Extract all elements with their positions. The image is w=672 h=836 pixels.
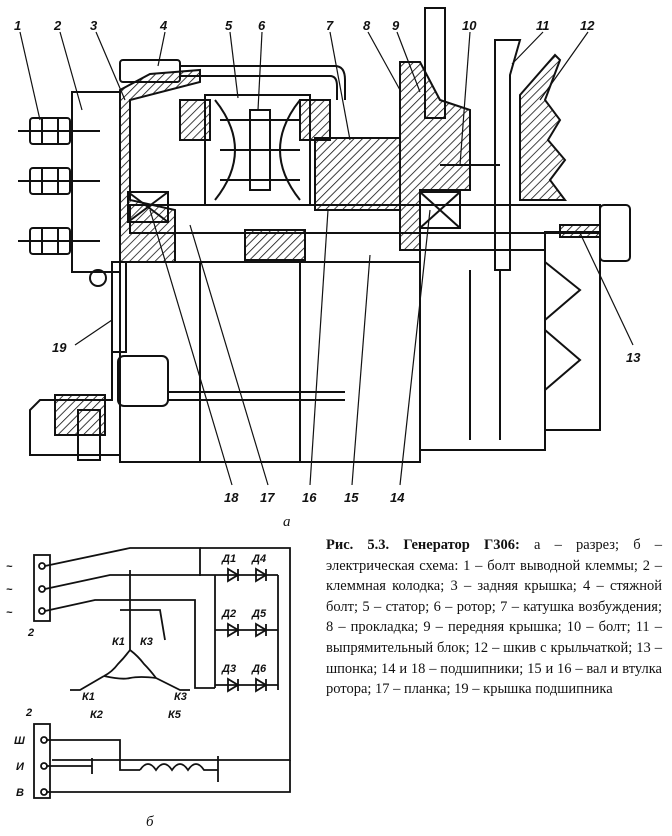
part-label-17: 17	[260, 490, 275, 505]
bearing-cover	[111, 261, 127, 353]
generator-section-drawing	[18, 7, 631, 463]
phase-mark-3: ~	[6, 607, 13, 619]
terminal-bolts	[18, 117, 100, 255]
winding-label-k3-right: К3	[174, 691, 187, 703]
block-label-top: 2	[27, 627, 34, 639]
front-cover-flange	[424, 7, 446, 119]
part-label-12: 12	[580, 18, 595, 33]
block-label-bottom: 2	[25, 707, 32, 719]
diode-label-d6: Д6	[251, 663, 267, 675]
winding-label-k2: К2	[90, 709, 103, 721]
part-label-9: 9	[392, 18, 400, 33]
part-label-2: 2	[53, 18, 62, 33]
terminal-block-screw	[89, 269, 107, 287]
terminal-i: И	[16, 761, 25, 773]
mount-bolt	[54, 355, 345, 461]
diode-pairs	[214, 567, 279, 693]
diode-label-d5: Д5	[251, 608, 267, 620]
phase-mark-1: ~	[6, 561, 13, 573]
diode-label-d1: Д1	[221, 553, 236, 565]
schematic-labels: ~ ~ ~ 2 2 Ш И В Д1 Д4 Д2 Д5 Д3 Д6 К1 К3 …	[6, 553, 267, 799]
part-label-11: 11	[536, 18, 550, 33]
diode-label-d3: Д3	[221, 663, 236, 675]
winding-label-k1-left: К1	[82, 691, 95, 703]
part-label-19: 19	[52, 340, 67, 355]
rectifier-block	[494, 39, 522, 271]
front-cover	[399, 61, 471, 251]
diode-label-d2: Д2	[221, 608, 236, 620]
housing-body	[119, 261, 421, 463]
caption-title: Рис. 5.3. Генератор Г306:	[326, 537, 520, 553]
part-label-8: 8	[363, 18, 371, 33]
terminal-sh: Ш	[14, 735, 25, 747]
shaft-nut	[599, 204, 631, 262]
key	[559, 224, 601, 238]
schematic-terminal-block-bottom	[33, 723, 51, 799]
winding-label-k5: К5	[168, 709, 182, 721]
part-label-1: 1	[14, 18, 21, 33]
figure-caption: Рис. 5.3. Генератор Г306: а – разрез; б …	[326, 535, 662, 700]
part-label-5: 5	[225, 18, 233, 33]
pulley-grooves	[544, 231, 601, 431]
bearing-rear	[127, 191, 169, 223]
electrical-schematic	[33, 547, 291, 799]
view-b-label: б	[146, 814, 154, 830]
winding-label-k3-top: К3	[140, 636, 153, 648]
part-labels: 1 2 3 4 5 6 7 8 9 10 11 12 13 14 15 16 1…	[14, 18, 641, 505]
caption-text: а – разрез; б – электрическая схема: 1 –…	[326, 537, 662, 698]
phase-mark-2: ~	[6, 584, 13, 596]
rotor	[220, 109, 300, 191]
front-housing	[419, 249, 546, 451]
winding-label-k1-top: К1	[112, 636, 125, 648]
part-label-10: 10	[462, 18, 477, 33]
part-label-15: 15	[344, 490, 359, 505]
part-label-13: 13	[626, 350, 641, 365]
rotor-bushing	[244, 229, 306, 261]
part-label-6: 6	[258, 18, 266, 33]
part-label-16: 16	[302, 490, 317, 505]
field-coil	[314, 137, 401, 211]
part-label-4: 4	[159, 18, 168, 33]
part-label-7: 7	[326, 18, 334, 33]
bearing-front	[419, 191, 461, 229]
part-label-3: 3	[90, 18, 98, 33]
tie-bolt	[119, 59, 346, 100]
stator-winding	[70, 570, 190, 691]
view-a-label: а	[283, 514, 291, 530]
part-label-14: 14	[390, 490, 405, 505]
pulley-with-fan	[519, 53, 567, 201]
terminal-v: В	[16, 787, 24, 799]
diode-label-d4: Д4	[251, 553, 266, 565]
part-label-18: 18	[224, 490, 239, 505]
leader-lines	[19, 31, 634, 486]
